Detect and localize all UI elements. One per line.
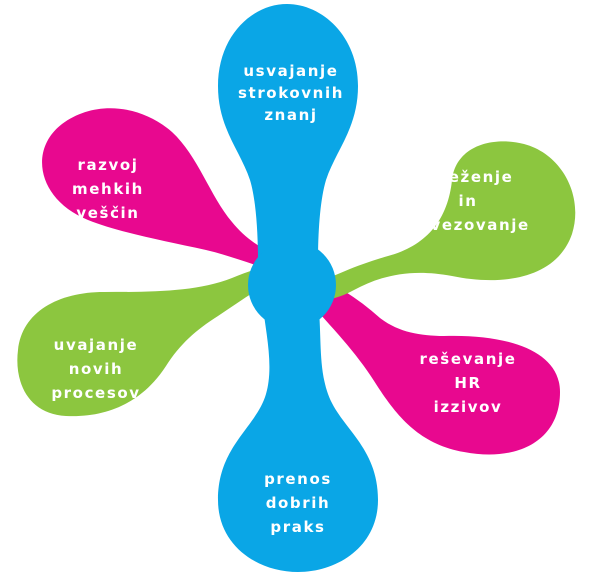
petal-lower-right-label: reševanje HR izzivov <box>420 350 517 416</box>
petal-lower-left-label: uvajanje novih procesov <box>51 336 140 402</box>
petal-lower-right-line-3: izzivov <box>434 398 503 416</box>
petal-upper-left-line-3: veščin <box>76 204 139 222</box>
petal-top-line-1: usvajanje <box>243 62 338 80</box>
petal-upper-right-label: mreženje in povezovanje <box>406 168 530 234</box>
petal-top-line-3: znanj <box>264 106 317 124</box>
center-circle <box>248 241 336 329</box>
petal-bottom-shape <box>218 300 378 572</box>
petal-top-line-2: strokovnih <box>238 84 344 102</box>
petal-bottom-line-1: prenos <box>264 470 332 488</box>
petal-upper-left-label: razvoj mehkih veščin <box>72 156 144 222</box>
petal-upper-left-line-1: razvoj <box>77 156 138 174</box>
petal-top-label: usvajanje strokovnih znanj <box>238 62 344 124</box>
petal-lower-right-shape <box>304 270 560 455</box>
petal-bottom-line-2: dobrih <box>266 494 331 512</box>
petal-top-shape <box>218 4 358 262</box>
petal-lower-left-line-3: procesov <box>51 384 140 402</box>
petal-upper-right-shape <box>304 141 576 302</box>
petal-upper-right-line-1: mreženje <box>423 168 514 186</box>
petal-lower-right-line-2: HR <box>454 374 481 392</box>
petal-bottom-label: prenos dobrih praks <box>264 470 332 536</box>
petal-lower-right-line-1: reševanje <box>420 350 517 368</box>
petal-upper-left-shape <box>42 108 296 278</box>
petal-lower-left-line-1: uvajanje <box>54 336 139 354</box>
petal-upper-left-line-2: mehkih <box>72 180 144 198</box>
petal-bottom-line-3: praks <box>270 518 325 536</box>
petal-upper-right-line-2: in <box>458 192 477 210</box>
petal-lower-left-shape <box>17 262 296 417</box>
petal-upper-right-line-3: povezovanje <box>406 216 530 234</box>
petal-lower-left-line-2: novih <box>69 360 124 378</box>
